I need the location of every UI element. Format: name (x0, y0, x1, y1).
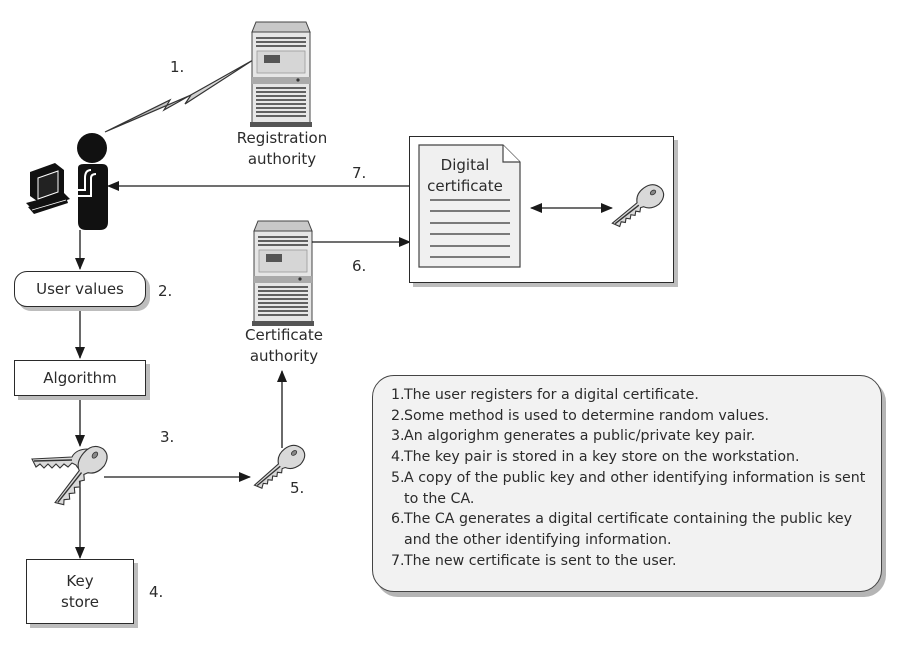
step-marker-7: 7. (352, 164, 367, 182)
certificate-authority-line1: Certificate (245, 326, 323, 344)
step-marker-1: 1. (170, 58, 185, 76)
certificate-authority-label: Certificate authority (228, 325, 340, 367)
legend-item: 6.The CA generates a digital certificate… (391, 509, 881, 550)
step-marker-4: 4. (149, 583, 164, 601)
legend-item: 5.A copy of the public key and other ide… (391, 468, 881, 509)
step-marker-5: 5. (290, 479, 305, 497)
registration-authority-line1: Registration (236, 129, 328, 147)
legend-item-number: 3. (391, 428, 405, 445)
registration-authority-line2: authority (247, 150, 317, 168)
digital-certificate-line1: Digital (440, 156, 490, 174)
certificate-server-icon (252, 220, 314, 326)
legend-item-text: The user registers for a digital certifi… (404, 387, 699, 403)
legend-item: 2.Some method is used to determine rando… (391, 406, 881, 427)
key-pair-icon (31, 445, 108, 506)
user-values-label: User values (36, 279, 124, 298)
legend-item-text: The new certificate is sent to the user. (404, 552, 677, 569)
registration-authority-label: Registration authority (226, 128, 338, 170)
key-store-node: Key store (26, 559, 134, 624)
step-marker-6: 6. (352, 257, 367, 275)
key-store-line1: Key (66, 571, 94, 590)
legend-item: 3.An algorighm generates a public/privat… (391, 426, 881, 447)
steps-list: 1.The user registers for a digital certi… (373, 376, 881, 571)
step-marker-2: 2. (158, 282, 173, 300)
legend-item-number: 2. (391, 407, 405, 424)
certificate-authority-line2: authority (249, 347, 319, 365)
legend-item-number: 4. (391, 449, 405, 466)
legend-item-text: An algorighm generates a public/private … (404, 428, 756, 445)
algorithm-label: Algorithm (43, 368, 117, 387)
digital-certificate-line2: certificate (427, 177, 503, 195)
key-store-line2: store (61, 592, 99, 611)
step-marker-3: 3. (160, 428, 175, 446)
legend-item: 7.The new certificate is sent to the use… (391, 551, 881, 572)
legend-item-number: 7. (391, 552, 405, 569)
legend-item-text: The key pair is stored in a key store on… (404, 449, 800, 466)
user-workstation-icon (26, 133, 108, 230)
legend-item: 1.The user registers for a digital certi… (391, 385, 881, 406)
registration-server-icon (250, 21, 312, 127)
public-key-icon (253, 444, 306, 489)
legend-item-text: Some method is used to determine random … (404, 407, 770, 424)
legend-item-number: 5. (391, 469, 405, 486)
legend-item-number: 6. (391, 511, 405, 528)
legend-item: 4.The key pair is stored in a key store … (391, 447, 881, 468)
legend-item-number: 1. (391, 387, 405, 403)
user-values-node: User values (14, 271, 146, 307)
legend-item-text: The CA generates a digital certificate c… (404, 511, 853, 548)
digital-certificate-label: Digital certificate (425, 155, 505, 197)
steps-legend: 1.The user registers for a digital certi… (372, 375, 882, 592)
legend-item-text: A copy of the public key and other ident… (404, 469, 866, 507)
algorithm-node: Algorithm (14, 360, 146, 396)
